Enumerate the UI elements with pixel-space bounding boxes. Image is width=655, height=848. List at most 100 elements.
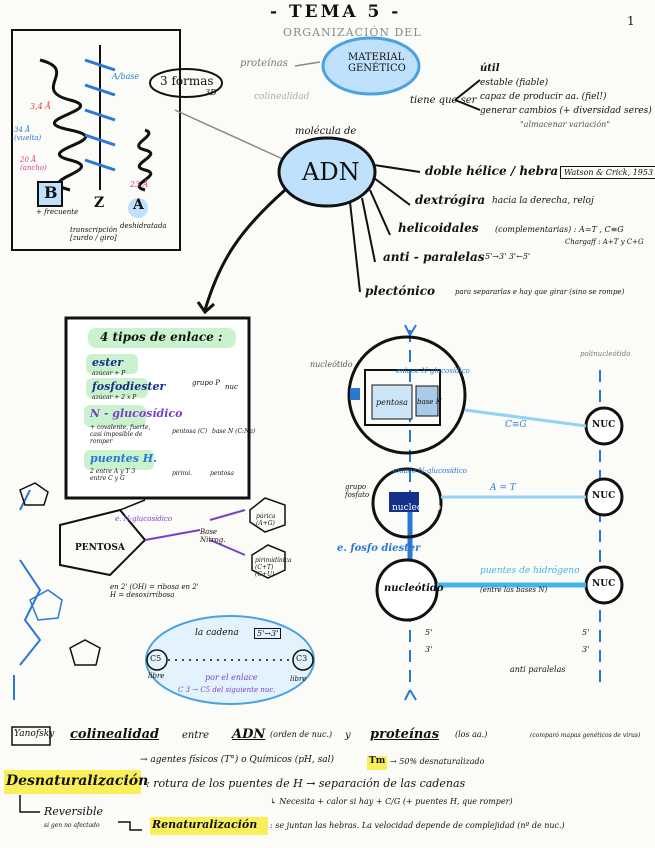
form-abase: A/base — [112, 72, 140, 81]
entre: entre — [182, 730, 210, 741]
yanofsky: Yanofsky — [14, 729, 55, 739]
form-dim-0: 3,4 Å — [30, 102, 52, 111]
agentes: → agentes físicos (T°) o Químicos (pH, s… — [140, 755, 335, 765]
adn-item-1-note: hacia la derecha, reloj — [492, 196, 594, 206]
nuc-label-3: NUC — [592, 579, 616, 589]
prot-arrow — [294, 61, 321, 67]
b-form-box — [37, 181, 63, 207]
enlace-1: fosfodiester — [92, 380, 166, 393]
proteinas-label: proteínas — [240, 58, 288, 69]
a-form-circle — [128, 198, 148, 218]
puentes-label: puentes de hidrógeno — [480, 566, 580, 576]
adn-note: (orden de nuc.) — [270, 730, 333, 739]
enlace-2-sub: + covalente, fuerte, casi imposible de r… — [90, 424, 151, 445]
nucleosido-label: nucleósido — [392, 503, 441, 513]
enlace-n-label: enlace N-glucosídico — [396, 367, 470, 375]
enlace-n-2: enlace N-glucosídico — [393, 467, 467, 475]
cadena-left-note: libre — [148, 672, 165, 680]
desnat-text: : rotura de los puentes de H → separació… — [146, 777, 466, 790]
comp-note: (comparó mapas genéticos de virus) — [530, 732, 641, 739]
end-2: 5' — [582, 628, 590, 637]
enlace-small-0: grupo P — [192, 379, 220, 387]
tres-formas: 3 formas — [160, 74, 214, 88]
enlace-2: N - glucosídico — [90, 407, 183, 420]
enlace-small-1: nuc — [225, 383, 238, 391]
desnat-label: Desnaturalización — [6, 773, 149, 789]
tm-note: → 50% desnaturalizado — [390, 757, 485, 766]
enlace-small-3: base N (C:Na) — [212, 428, 256, 435]
molecula-de: molécula de — [295, 126, 357, 137]
prop-estable: estable (fiable) — [480, 78, 549, 88]
necesita: ↳ Necesita + calor si hay + C/G (+ puent… — [270, 797, 513, 806]
cadena-direction: 5'→3' — [254, 628, 282, 639]
adn-item-4-note: para separarlas e hay que girar (sino se… — [455, 288, 625, 296]
enlace-small-2: pentosa (C) — [172, 428, 208, 435]
yanofsky-box — [11, 726, 51, 746]
proteinas-bottom: proteínas — [370, 727, 440, 742]
helix-box — [11, 29, 181, 251]
adn-item-1: dextrógira — [415, 193, 486, 207]
carbon-note: en 2' (OH) = ribosa en 2' H = desoxirrib… — [110, 583, 199, 599]
nucleotido-circle-label: nucleótido — [384, 583, 444, 594]
y-word: y — [345, 730, 351, 741]
end-0: 5' — [425, 628, 433, 637]
material-title: MATERIAL GENÉTICO — [348, 52, 406, 74]
adn-item-3-note: 5'→3' 3'←5' — [485, 252, 531, 261]
reversible-note: si gen no afectado — [44, 822, 100, 829]
adn-item-4: plectónico — [365, 284, 436, 298]
prop-capaz: capaz de producir aa. (fiel!) — [480, 92, 607, 102]
colinealidad-label: colinealidad — [254, 92, 310, 102]
props-note: "almacenar variación" — [520, 120, 610, 129]
base-n-right: base N — [417, 398, 442, 406]
form-a-label: A — [133, 197, 144, 213]
form-dim-2: 20 Å (ancho) — [20, 156, 47, 172]
b-helix — [39, 58, 88, 192]
renat-label: Renaturalización — [152, 818, 258, 831]
enlace-0-sub: azúcar + P — [92, 370, 126, 377]
cadena-right: C3 — [296, 654, 308, 663]
enlace-small-4: pirimi. — [172, 470, 193, 477]
polinucleotido-label: polinucleótido — [580, 350, 631, 358]
desnat-highlight — [4, 770, 141, 794]
tres-formas-oval — [149, 68, 223, 98]
adn-oval — [277, 136, 377, 208]
enlace-3: puentes H. — [90, 452, 158, 465]
cadena-left: C5 — [150, 654, 162, 663]
page-subtitle: ORGANIZACIÓN DEL — [283, 26, 422, 39]
adn-label: ADN — [302, 158, 360, 186]
adn-item-0-note: Watson & Crick, 1953 — [560, 166, 655, 179]
nucleotide-circle-1 — [347, 335, 467, 455]
form-z-desc: transcripción [zurdo / giro] — [70, 226, 118, 242]
pentosa-label: PENTOSA — [75, 543, 125, 553]
form-b-desc: + frecuente — [36, 208, 79, 216]
end-3: 3' — [582, 645, 590, 654]
props-bracket — [454, 79, 481, 111]
material-props: útil estable (fiable) capaz de producir … — [480, 62, 652, 132]
enlace-3-sub: 2 entre A y T 3 entre C y G — [90, 468, 136, 482]
cadena-right-note: libre — [290, 675, 307, 683]
antiparalelas-label: anti paralelas — [510, 665, 566, 674]
prop-util: útil — [480, 63, 500, 74]
form-b-label: B — [44, 183, 58, 202]
enlace-small-5: pentosa — [210, 470, 234, 477]
adn-arrows — [349, 164, 421, 293]
adn-item-2-note2: Chargaff : A+T y C+G — [565, 238, 644, 246]
puentes-sub: (entre las bases N) — [480, 586, 548, 594]
nucleotide-circle-2 — [371, 467, 443, 539]
cadena-enlace: por el enlace — [205, 673, 258, 682]
colinealidad-bottom: colinealidad — [70, 727, 160, 742]
adn-item-2-note: (complementarias) : A=T , C≡G — [495, 225, 624, 234]
enlace-0: ester — [92, 356, 124, 369]
nucleotido-label: nucleótido — [310, 360, 353, 369]
cadena-bottom: C 3 → C5 del siguiente nuc. — [178, 686, 276, 694]
prop-generar: generar cambios (+ diversidad seres) — [480, 106, 652, 116]
reversible: Reversible — [44, 805, 104, 818]
nucleotide-circle-3 — [375, 558, 439, 622]
adn-item-0: doble hélice / hebra — [425, 164, 559, 178]
adn-item-3: anti - paralelas — [383, 250, 485, 264]
form-dim-1: 34 Å (vuelta) — [14, 126, 42, 142]
adn-item-2: helicoidales — [398, 221, 479, 235]
z-helix — [84, 58, 116, 172]
enlaces-title: 4 tipos de enlace : — [100, 330, 223, 344]
n-gluc-label: e. N-glucosídico — [115, 515, 173, 523]
